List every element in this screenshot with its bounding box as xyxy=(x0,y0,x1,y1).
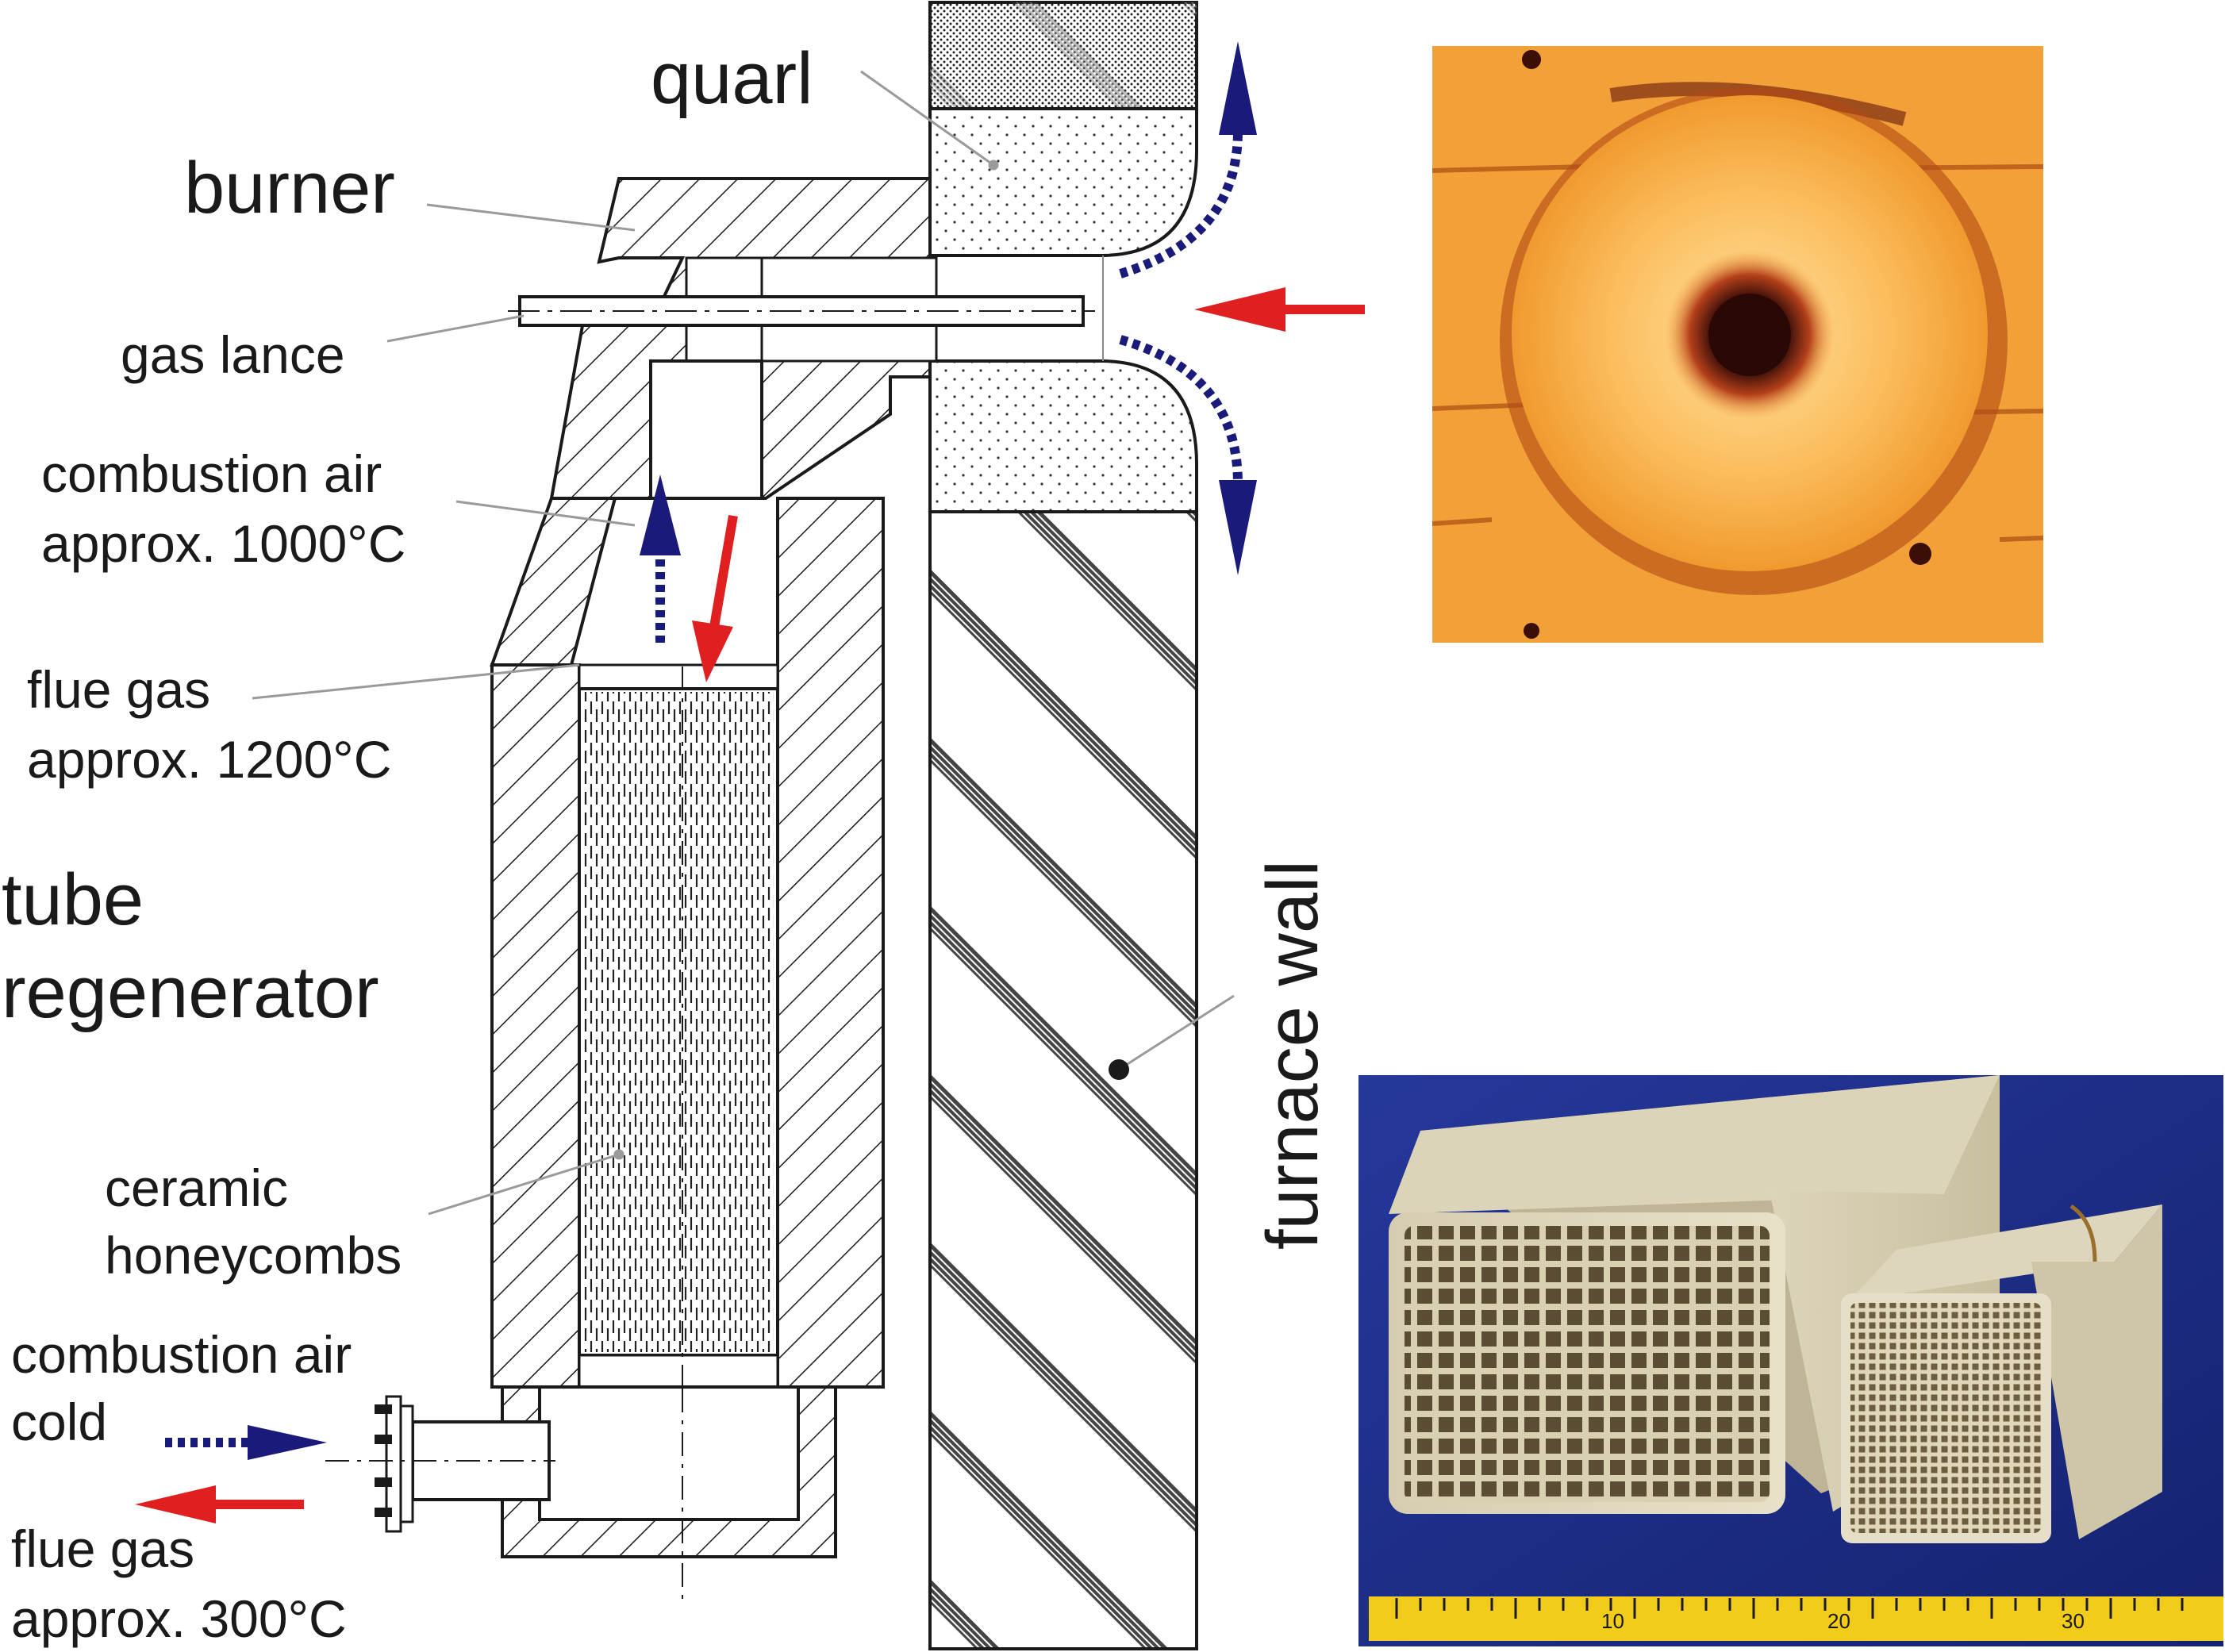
label-tube-regenerator-1: tube xyxy=(2,859,144,940)
label-ceramic-1: ceramic xyxy=(105,1158,288,1217)
quarl xyxy=(928,107,1198,513)
ruler-ticks xyxy=(1395,1598,2184,1619)
ruler xyxy=(1369,1596,2223,1641)
gas-lance xyxy=(508,295,1095,327)
ruler-mark-30: 30 xyxy=(2062,1609,2085,1633)
label-combustion-air-cold-2: cold xyxy=(11,1393,107,1451)
label-burner: burner xyxy=(184,148,395,229)
furnace-wall xyxy=(928,1,1198,1650)
leader-lines xyxy=(252,70,1235,1216)
air-arrow-up-head xyxy=(640,474,681,555)
label-combustion-air-hot-1: combustion air xyxy=(41,444,382,503)
label-flue-gas-hot-2: approx. 1200°C xyxy=(27,730,391,789)
flow-arrows xyxy=(135,41,1365,1523)
inlet-flange xyxy=(325,1395,555,1533)
label-gas-lance: gas lance xyxy=(121,325,345,384)
label-flue-gas-cold-1: flue gas xyxy=(11,1519,194,1578)
label-tube-regenerator-2: regenerator xyxy=(2,952,379,1033)
honeycomb-photo: 10 20 30 xyxy=(1358,1075,2223,1646)
label-combustion-air-hot-2: approx. 1000°C xyxy=(41,514,405,573)
label-combustion-air-cold-1: combustion air xyxy=(11,1325,352,1384)
label-flue-gas-hot-1: flue gas xyxy=(27,660,210,719)
burner-flame-photo xyxy=(1431,46,2044,643)
ruler-mark-20: 20 xyxy=(1827,1609,1850,1633)
label-furnace-wall: furnace wall xyxy=(1252,860,1333,1250)
label-flue-gas-cold-2: approx. 300°C xyxy=(11,1589,347,1648)
furnace-wall-dot xyxy=(1109,1059,1129,1080)
regenerator-bottom xyxy=(501,1385,837,1599)
tube-regenerator xyxy=(490,497,885,1389)
label-ceramic-2: honeycombs xyxy=(105,1226,402,1285)
ruler-mark-10: 10 xyxy=(1601,1609,1624,1633)
flue-arrow-down-head xyxy=(692,620,733,682)
label-quarl: quarl xyxy=(651,38,813,119)
